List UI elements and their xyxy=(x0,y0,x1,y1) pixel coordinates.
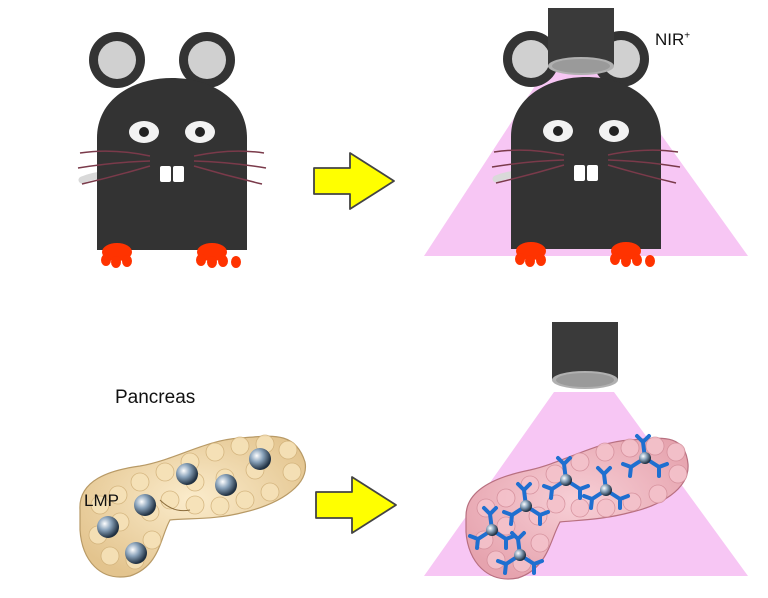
nir-label-text: NIR xyxy=(655,30,685,49)
lmp-beads xyxy=(97,448,271,564)
pancreas-before xyxy=(79,434,306,578)
arrow-top xyxy=(313,152,395,210)
mouse-before xyxy=(78,32,266,268)
arrow-bottom xyxy=(315,476,397,534)
pancreas-after xyxy=(465,434,689,580)
nir-lamp-top xyxy=(548,8,614,75)
pancreas-label: Pancreas xyxy=(115,387,196,408)
nir-lamp-bottom xyxy=(552,322,618,389)
lmp-label: LMP xyxy=(84,491,119,510)
nir-label-superscript: + xyxy=(684,30,691,42)
nir-label: NIR+ xyxy=(655,30,690,50)
